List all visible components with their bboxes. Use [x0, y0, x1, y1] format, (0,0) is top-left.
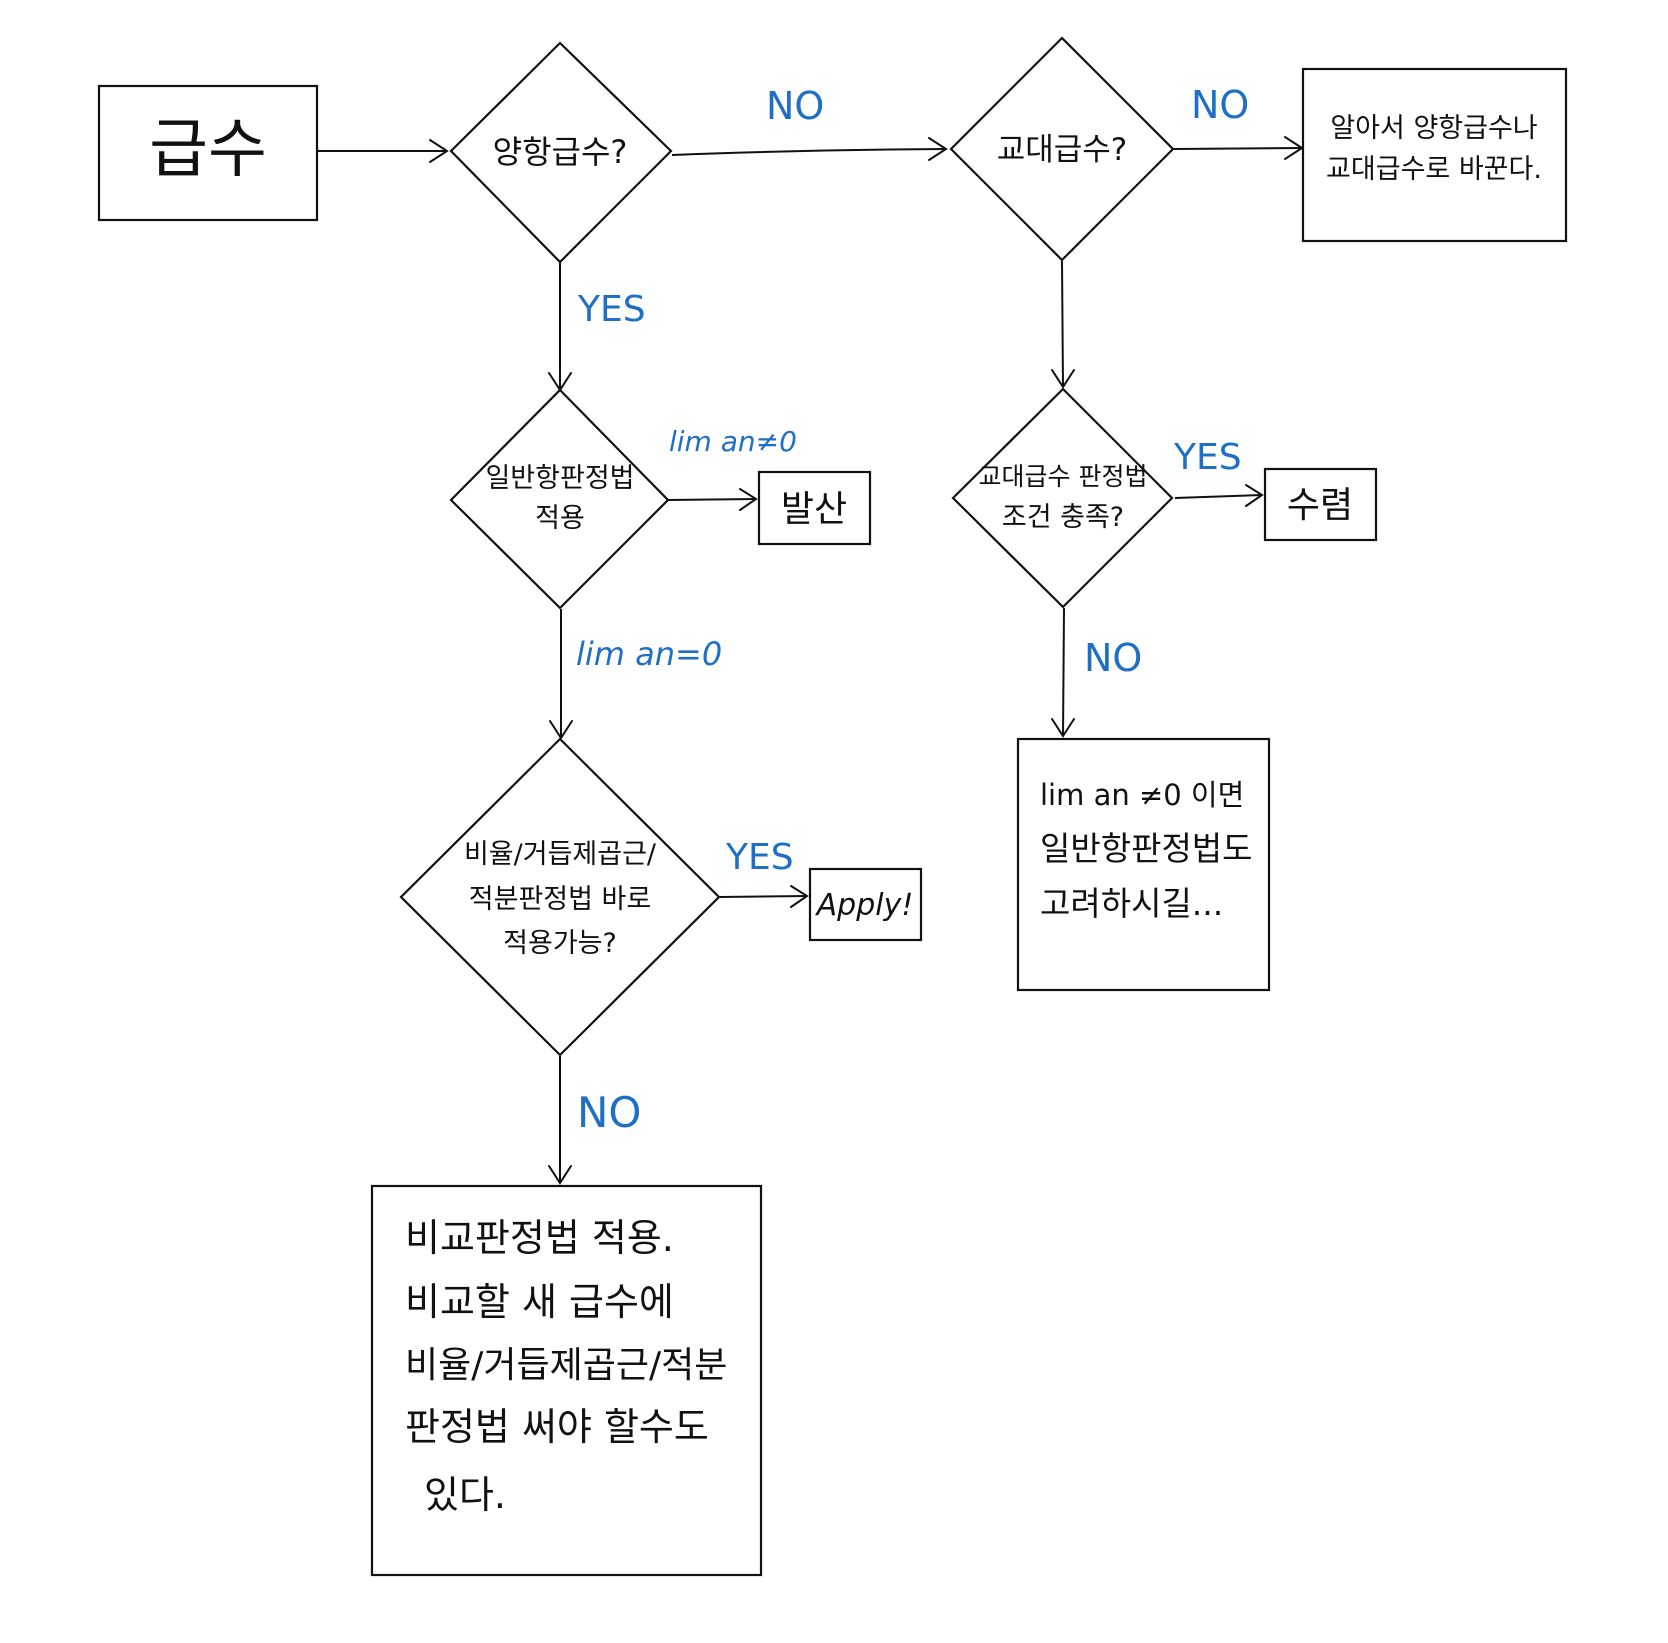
arrowhead-icon — [739, 488, 758, 511]
alt-test-line: 교대급수 판정법 — [979, 462, 1148, 491]
compare-line: 비교판정법 적용. — [405, 1216, 674, 1260]
label-yes: YES — [725, 837, 794, 878]
alt-note-box — [1016, 737, 1271, 992]
alt-test-line: 조건 충족? — [1002, 502, 1124, 533]
arrowhead-icon — [429, 139, 449, 163]
node-apply: Apply! — [808, 867, 923, 942]
convert-line: 교대급수로 바꾼다. — [1326, 154, 1542, 185]
label-no: NO — [1191, 83, 1249, 127]
nth-term-line: 적용 — [535, 503, 585, 534]
edge-positive-to-alternating — [671, 148, 947, 156]
edge-alttest-to-converge — [1174, 494, 1263, 499]
decision-diamond — [951, 387, 1174, 609]
alt-note-line: lim an ≠0 이면 — [1040, 778, 1244, 812]
node-start: 급수 — [97, 84, 319, 222]
diverge-label: 발산 — [781, 489, 847, 530]
arrowhead-icon — [928, 137, 948, 161]
edges — [318, 136, 1304, 1185]
label-yes: YES — [1173, 437, 1242, 478]
start-label: 급수 — [149, 113, 267, 187]
label-lim-not-zero: lim an≠0 — [669, 425, 797, 458]
node-diverge: 발산 — [757, 470, 872, 546]
edge-labels: NO NO YES lim an≠0 lim an=0 YES NO YES N… — [576, 83, 1249, 1137]
ratio-q-line: 비율/거듭제곱근/ — [464, 839, 657, 870]
decision-diamond — [949, 36, 1175, 262]
arrowhead-icon — [548, 1165, 572, 1185]
node-q-positive: 양항급수? — [449, 41, 673, 264]
alt-note-line: 일반항판정법도 — [1040, 829, 1253, 868]
compare-line: 비율/거듭제곱근/적분 — [405, 1345, 727, 1386]
edge-alternating-to-convert — [1173, 147, 1303, 150]
start-box — [97, 84, 319, 222]
apply-box — [808, 867, 923, 942]
edge-nthterm-to-diverge — [667, 498, 757, 501]
diverge-box — [757, 470, 872, 546]
convert-line: 알아서 양항급수나 — [1330, 113, 1537, 144]
ratio-q-line: 적용가능? — [503, 928, 617, 959]
converge-box — [1263, 467, 1378, 542]
node-convert: 알아서 양항급수나 교대급수로 바꾼다. — [1301, 67, 1568, 243]
edge-alttest-to-note — [1062, 607, 1065, 737]
q-positive-label: 양항급수? — [493, 133, 628, 171]
arrowhead-icon — [1051, 718, 1075, 738]
edge-alternating-to-alttest — [1061, 260, 1064, 388]
edge-ratio-to-apply — [719, 895, 808, 898]
node-q-alternating: 교대급수? — [949, 36, 1175, 262]
nth-term-line: 일반항판정법 — [485, 463, 634, 494]
ratio-q-line: 적분판정법 바로 — [469, 884, 651, 915]
node-alt-test: 교대급수 판정법 조건 충족? — [951, 387, 1174, 609]
decision-diamond — [399, 737, 721, 1057]
node-compare: 비교판정법 적용. 비교할 새 급수에 비율/거듭제곱근/적분 판정법 써야 할… — [370, 1184, 763, 1577]
label-no: NO — [766, 84, 824, 128]
apply-label: Apply! — [815, 888, 914, 923]
converge-label: 수렴 — [1287, 485, 1353, 526]
alt-note-line: 고려하시길... — [1040, 884, 1223, 923]
compare-line: 비교할 새 급수에 — [405, 1280, 674, 1324]
arrowhead-icon — [1051, 369, 1075, 389]
label-no: NO — [1084, 636, 1142, 680]
node-ratio-q: 비율/거듭제곱근/ 적분판정법 바로 적용가능? — [399, 737, 721, 1057]
compare-box — [370, 1184, 763, 1577]
node-nth-term: 일반항판정법 적용 — [449, 388, 670, 610]
compare-line: 있다. — [424, 1473, 506, 1517]
arrowhead-icon — [1245, 484, 1264, 507]
arrowhead-icon — [549, 720, 573, 740]
label-lim-zero: lim an=0 — [576, 635, 722, 673]
arrowhead-icon — [790, 885, 809, 908]
decision-diamond — [449, 41, 673, 264]
convert-box — [1301, 67, 1568, 243]
decision-diamond — [449, 388, 670, 610]
compare-line: 판정법 써야 할수도 — [405, 1405, 709, 1449]
node-alt-note: lim an ≠0 이면 일반항판정법도 고려하시길... — [1016, 737, 1271, 992]
q-alternating-label: 교대급수? — [997, 132, 1128, 168]
label-yes: YES — [577, 289, 646, 330]
label-no: NO — [577, 1088, 641, 1137]
node-converge: 수렴 — [1263, 467, 1378, 542]
